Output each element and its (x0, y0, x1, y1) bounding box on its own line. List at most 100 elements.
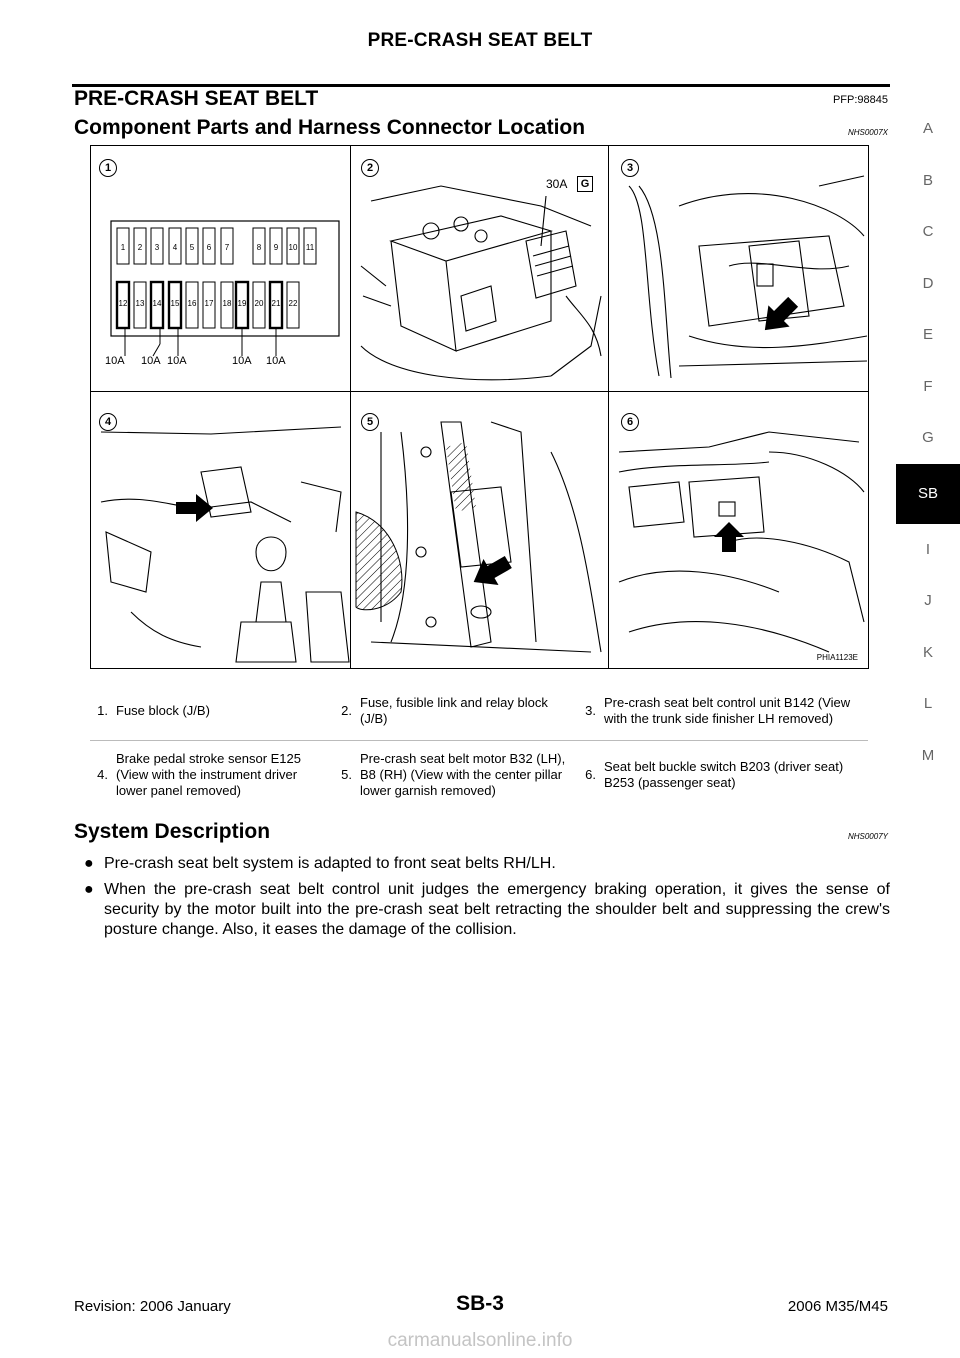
system-bullets: ● Pre-crash seat belt system is adapted t… (74, 848, 890, 940)
legend-text: Seat belt buckle switch B203 (driver sea… (604, 759, 844, 790)
fuse-number: 12 (119, 299, 128, 308)
callout-number: 5 (361, 413, 379, 431)
fuse-cell (133, 281, 147, 329)
panel-relay-block: 2 30A G (351, 146, 608, 391)
fuse-cell (286, 227, 300, 265)
tab-i[interactable]: I (925, 540, 931, 558)
fuse-cell (202, 281, 216, 329)
fuse-number: 16 (188, 299, 197, 308)
tab-d[interactable]: D (922, 274, 934, 292)
bullet-text: When the pre-crash seat belt control uni… (104, 881, 890, 938)
panel-seat-buckle: 6 PHIA1123E (609, 392, 868, 668)
callout-number: 1 (99, 159, 117, 177)
callout-number: 6 (621, 413, 639, 431)
legend-num: 4. (97, 767, 108, 782)
panel-trunk-side: 3 (609, 146, 868, 391)
bullet-icon: ● (84, 881, 94, 898)
fuse-cell (116, 227, 130, 265)
legend-num: 6. (585, 767, 596, 782)
fuse-cell (220, 281, 234, 329)
trunk-side-drawing (628, 175, 868, 379)
tab-b[interactable]: B (922, 171, 933, 189)
fuse-cell (286, 281, 300, 329)
watermark-link[interactable]: carmanualsonline.info (387, 1330, 573, 1351)
fuse-cell (303, 227, 317, 265)
fuse-number: 3 (155, 243, 160, 252)
fuse-cell (252, 281, 266, 329)
legend-num: 3. (585, 703, 596, 718)
legend-text: Pre-crash seat belt motor B32 (LH), B8 (… (360, 751, 566, 798)
tab-g[interactable]: G (922, 429, 934, 446)
figure-divider (91, 391, 868, 392)
fuse-cell (149, 280, 165, 330)
tab-l[interactable]: L (923, 695, 933, 712)
component-title: Component Parts and Harness Connector Lo… (74, 116, 586, 139)
fuse-cell (202, 227, 216, 265)
header-rule (72, 84, 890, 87)
bullet-icon: ● (84, 855, 94, 872)
fuse-number: 20 (255, 299, 264, 308)
section-title: PRE-CRASH SEAT BELT (74, 87, 319, 110)
callout-number: 4 (99, 413, 117, 431)
fuse-cell (167, 280, 183, 330)
fuse-number: 1 (121, 243, 126, 252)
fuse-cell (220, 227, 234, 265)
panel-center-pillar: 5 (351, 392, 608, 668)
legend-text: Fuse block (J/B) (116, 703, 210, 718)
fuse-cell (185, 227, 199, 265)
fuse-number: 19 (238, 299, 247, 308)
page-header-title: PRE-CRASH SEAT BELT (367, 30, 593, 51)
engine-bay-drawing (360, 185, 602, 381)
bullet-text: Pre-crash seat belt system is adapted to… (104, 855, 556, 872)
fuse-30a-label: 30A (546, 177, 568, 191)
fuse-cell (269, 227, 283, 265)
tag-g: G (577, 176, 593, 192)
fuse-rating: 10A (167, 355, 187, 367)
fuse-number: 18 (223, 299, 232, 308)
fuse-number: 21 (272, 299, 281, 308)
fuse-rating: 10A (266, 355, 286, 367)
tab-j[interactable]: J (924, 592, 932, 609)
fuse-number: 6 (207, 243, 212, 252)
footer-revision: Revision: 2006 January (74, 1298, 231, 1315)
fuse-cell (168, 227, 182, 265)
footer-page-number: SB-3 (456, 1292, 504, 1315)
callout-number: 3 (621, 159, 639, 177)
fuse-number: 17 (205, 299, 214, 308)
tab-f[interactable]: F (923, 377, 933, 395)
tab-m[interactable]: M (921, 746, 935, 764)
component-code: NHS0007X (847, 128, 888, 137)
legend-text: Pre-crash seat belt control unit B142 (V… (604, 695, 851, 726)
section-index: A B C D E F G SB I J K L M (896, 103, 960, 781)
fuse-number: 2 (138, 243, 143, 252)
tab-c[interactable]: C (922, 223, 934, 240)
brake-pedal-drawing (100, 426, 350, 663)
fuse-rating: 10A (232, 355, 252, 367)
legend-text: Fuse, fusible link and relay block (J/B) (360, 695, 548, 726)
fuse-cell (150, 227, 164, 265)
fuse-cell (252, 227, 266, 265)
tab-sb[interactable]: SB (896, 463, 960, 524)
fuse-cell (185, 281, 199, 329)
legend-num: 2. (341, 703, 352, 718)
fuse-number: 11 (306, 243, 315, 252)
list-item: ● When the pre-crash seat belt control un… (74, 880, 890, 940)
figure-code: PHIA1123E (816, 653, 858, 662)
fuse-rating: 10A (141, 355, 161, 367)
fuse-number: 13 (136, 299, 145, 308)
tab-a[interactable]: A (922, 120, 933, 137)
fuse-cell (115, 280, 131, 330)
fuse-number: 10 (289, 243, 298, 252)
legend-row: 1. Fuse block (J/B) 2. Fuse, fusible lin… (90, 683, 868, 739)
system-code: NHS0007Y (847, 832, 888, 841)
tab-k[interactable]: K (922, 643, 933, 661)
footer-model: 2006 M35/M45 (787, 1298, 888, 1315)
fuse-number: 8 (257, 243, 262, 252)
legend-text: Brake pedal stroke sensor E125 (View wit… (116, 751, 301, 798)
fuse-number: 15 (171, 299, 180, 308)
tab-e[interactable]: E (922, 326, 933, 343)
fuse-number: 9 (274, 243, 279, 252)
